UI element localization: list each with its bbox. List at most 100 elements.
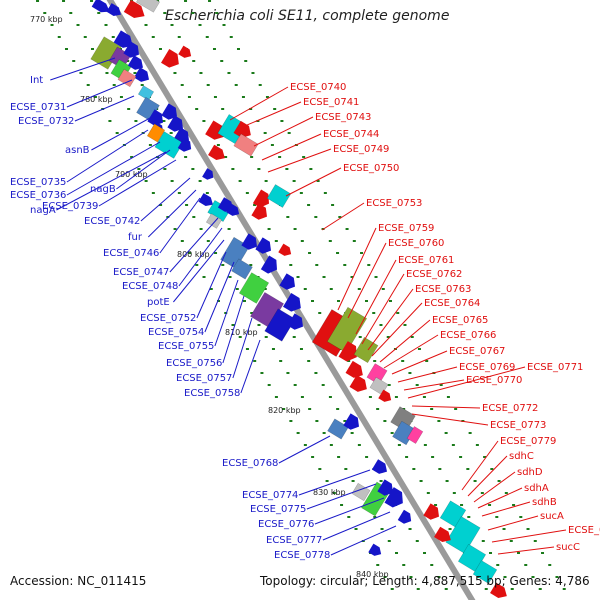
leader-line — [50, 57, 116, 81]
leader-line — [397, 366, 458, 383]
gene-label-ecse_0761: ECSE_0761 — [398, 255, 454, 266]
tick-mark — [279, 360, 283, 362]
tick-mark — [286, 216, 290, 218]
tick-mark — [397, 444, 401, 446]
gene-label-ecse_0771: ECSE_0771 — [527, 362, 583, 373]
tick-mark — [329, 288, 333, 290]
gene-label-ecse_0764: ECSE_0764 — [424, 298, 480, 309]
tick-mark — [134, 120, 138, 122]
tick-mark — [357, 444, 361, 446]
tick-mark — [415, 384, 419, 386]
tick-mark — [191, 168, 195, 170]
tick-mark — [408, 372, 412, 374]
tick-mark — [104, 24, 108, 26]
tick-mark — [322, 432, 326, 434]
tick-mark — [538, 588, 542, 590]
tick-mark — [238, 180, 242, 182]
tick-mark — [282, 408, 286, 410]
tick-mark — [112, 84, 116, 86]
tick-mark — [251, 72, 255, 74]
gene-block — [233, 133, 259, 157]
leader-line — [253, 116, 314, 147]
tick-mark — [293, 384, 297, 386]
tick-mark — [227, 72, 231, 74]
tick-mark — [390, 432, 394, 434]
gene-labels: IntECSE_0731ECSE_0732asnBECSE_0735ECSE_0… — [10, 75, 600, 561]
tick-mark — [376, 564, 380, 566]
tick-mark — [314, 372, 318, 374]
tick-mark — [292, 180, 296, 182]
tick-mark — [216, 144, 220, 146]
tick-mark — [198, 180, 202, 182]
topology-text: Topology: circular; Length: 4,887,515 bp… — [260, 574, 590, 588]
tick-mark — [151, 36, 155, 38]
tick-mark — [444, 588, 448, 590]
leader-line — [74, 95, 135, 122]
tick-mark — [409, 576, 413, 578]
tick-mark — [519, 516, 523, 518]
gene-arrow — [251, 203, 268, 220]
tick-mark — [387, 384, 391, 386]
leader-line — [229, 86, 289, 121]
kbp-label: 820 kbp — [268, 406, 301, 415]
tick-mark — [379, 324, 383, 326]
kbp-label: 790 kbp — [115, 170, 148, 179]
tick-mark — [311, 456, 315, 458]
tick-mark — [231, 168, 235, 170]
gene-label-ecse_0779: ECSE_0779 — [500, 436, 556, 447]
gene-label-ecse_0772: ECSE_0772 — [482, 403, 538, 414]
gene-label-ecse_0774: ECSE_0774 — [242, 490, 298, 501]
gene-arrow — [377, 479, 394, 496]
tick-mark — [459, 456, 463, 458]
tick-mark — [192, 60, 196, 62]
tick-mark — [376, 408, 380, 410]
gene-label-ecse_0775: ECSE_0775 — [250, 504, 306, 515]
tick-mark — [425, 360, 429, 362]
tick-mark — [140, 84, 144, 86]
tick-mark — [220, 60, 224, 62]
tick-mark — [250, 156, 254, 158]
gene-label-ecse_0777: ECSE_0777 — [266, 535, 322, 546]
leader-line — [240, 339, 261, 394]
tick-mark — [236, 48, 240, 50]
leader-line — [173, 239, 225, 303]
leader-line — [66, 79, 133, 108]
leader-line — [379, 319, 431, 363]
tick-mark — [352, 240, 356, 242]
gene-label-ecse_0731: ECSE_0731 — [10, 102, 66, 113]
tick-mark — [490, 468, 494, 470]
tick-mark — [296, 432, 300, 434]
tick-mark — [144, 24, 148, 26]
leader-line — [411, 413, 489, 426]
tick-mark — [293, 228, 297, 230]
tick-mark — [292, 336, 296, 338]
leader-line — [98, 159, 177, 207]
tick-mark — [412, 468, 416, 470]
tick-mark — [249, 108, 253, 110]
tick-mark — [289, 264, 293, 266]
gene-arrow — [343, 413, 360, 430]
gene-arrow — [278, 243, 292, 256]
gene-arrow — [208, 144, 225, 160]
tick-mark — [235, 288, 239, 290]
tick-mark — [137, 168, 141, 170]
tick-mark — [533, 540, 537, 542]
gene-block — [406, 426, 424, 444]
tick-mark — [524, 564, 528, 566]
gene-label-ecse_0763: ECSE_0763 — [415, 284, 471, 295]
tick-mark — [202, 120, 206, 122]
tick-mark — [198, 24, 202, 26]
tick-mark — [185, 204, 189, 206]
tick-mark — [438, 468, 442, 470]
tick-mark — [192, 216, 196, 218]
tick-mark — [383, 420, 387, 422]
tick-mark — [238, 336, 242, 338]
tick-mark — [408, 528, 412, 530]
gene-arrow — [378, 389, 392, 402]
tick-mark — [365, 456, 369, 458]
tick-mark — [374, 276, 378, 278]
tick-mark — [287, 132, 291, 134]
tick-mark — [328, 396, 332, 398]
tick-mark — [90, 48, 94, 50]
tick-mark — [249, 264, 253, 266]
